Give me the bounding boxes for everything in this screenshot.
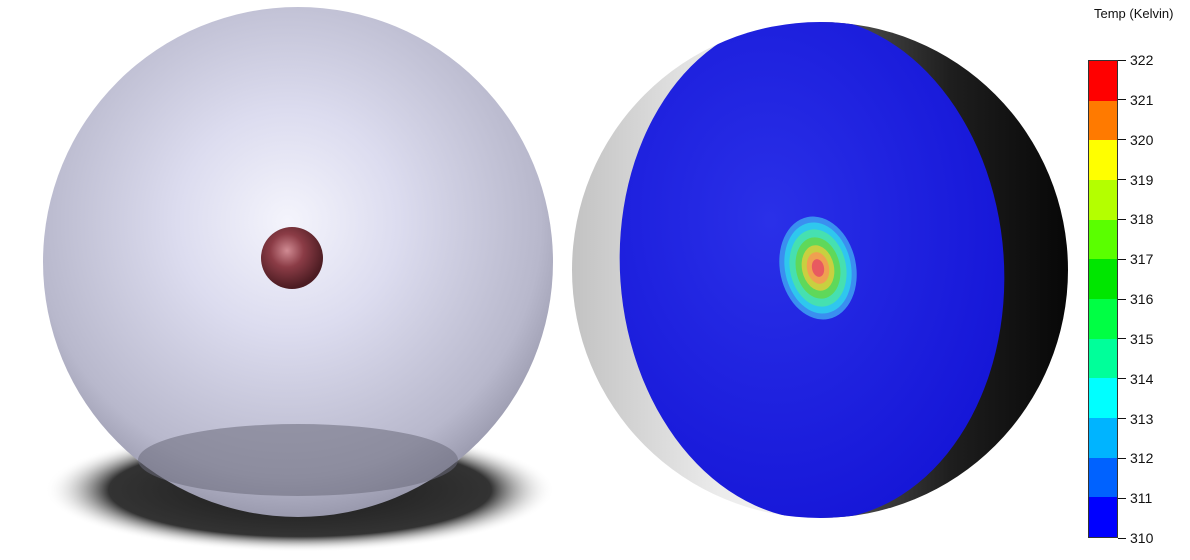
color-band (1089, 61, 1117, 101)
color-scale-ticks: 322 321 320 319 318 317 316 315 314 313 312 311 310 (1118, 40, 1188, 546)
color-band (1089, 418, 1117, 458)
color-band (1089, 259, 1117, 300)
tick-mark (1118, 258, 1126, 260)
tick-label: 320 (1130, 131, 1154, 148)
tick-mark (1118, 457, 1126, 459)
color-scale-tick: 319 (1118, 170, 1153, 190)
color-scale-tick: 320 (1118, 130, 1153, 150)
tick-mark (1118, 139, 1126, 141)
color-scale-tick: 313 (1118, 409, 1153, 429)
legend-title: Temp (Kelvin) (1094, 6, 1174, 21)
color-scale-tick: 310 (1118, 528, 1153, 548)
tick-label: 318 (1130, 211, 1154, 228)
color-band (1089, 457, 1117, 498)
tick-mark (1118, 418, 1126, 419)
tick-mark (1118, 99, 1126, 101)
tick-mark (1118, 59, 1126, 61)
tick-label: 319 (1130, 171, 1154, 188)
tick-label: 313 (1130, 410, 1154, 427)
color-band (1089, 140, 1117, 181)
tick-mark (1118, 537, 1126, 539)
color-band (1089, 378, 1117, 419)
tick-label: 312 (1130, 450, 1154, 467)
tick-label: 314 (1130, 370, 1154, 387)
color-scale-tick: 311 (1118, 488, 1152, 508)
tick-mark (1118, 378, 1126, 380)
color-scale-tick: 315 (1118, 329, 1153, 349)
tick-label: 316 (1130, 291, 1154, 307)
tick-label: 310 (1130, 530, 1154, 546)
contour-322 (811, 259, 825, 277)
color-scale-tick: 317 (1118, 249, 1153, 269)
tick-mark (1118, 218, 1126, 220)
tick-label: 311 (1130, 490, 1153, 507)
inner-sphere (261, 227, 323, 289)
color-band (1089, 338, 1117, 379)
tick-label: 321 (1130, 91, 1154, 108)
color-scale-tick: 312 (1118, 448, 1153, 468)
color-scale-bar (1088, 60, 1118, 538)
color-scale-tick: 318 (1118, 209, 1153, 229)
color-scale-tick: 321 (1118, 90, 1153, 110)
color-band (1089, 219, 1117, 260)
tick-mark (1118, 179, 1126, 180)
tick-label: 315 (1130, 330, 1154, 347)
sphere-base-shade (138, 424, 458, 496)
color-band (1089, 497, 1117, 538)
tick-mark (1118, 338, 1126, 340)
tick-label: 317 (1130, 251, 1154, 268)
color-band (1089, 180, 1117, 220)
color-band (1089, 100, 1117, 141)
color-scale-tick: 316 (1118, 289, 1153, 309)
tick-label: 322 (1130, 52, 1154, 68)
color-band (1089, 299, 1117, 339)
tick-mark (1118, 298, 1126, 300)
temperature-contour (779, 216, 857, 320)
tick-mark (1118, 497, 1126, 499)
color-scale-tick: 322 (1118, 50, 1153, 70)
color-scale-tick: 314 (1118, 369, 1153, 389)
